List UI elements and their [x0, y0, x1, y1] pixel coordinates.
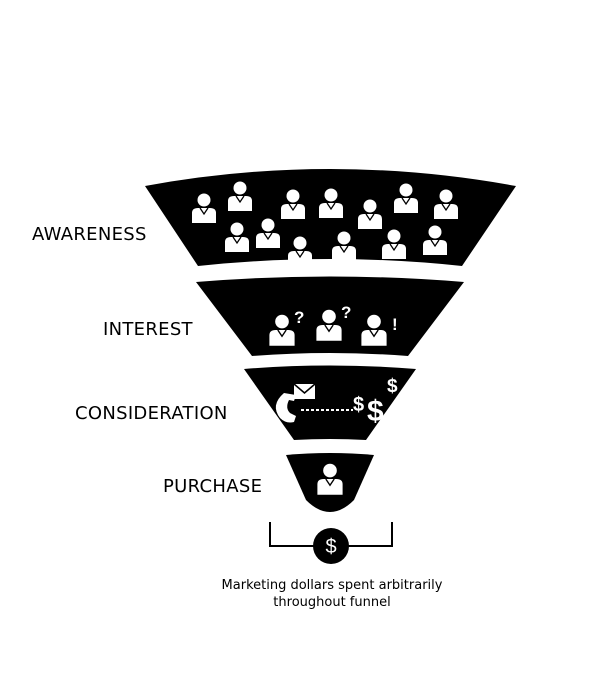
person-icon: [269, 314, 295, 346]
interest-people-group: [269, 309, 387, 346]
person-icon: [316, 309, 342, 341]
dollar-sign-large: $: [367, 395, 384, 428]
person-icon: [228, 181, 252, 211]
stage-label-consideration: CONSIDERATION: [75, 403, 228, 424]
dollar-sign-small: $: [353, 394, 364, 416]
person-icon: [423, 225, 447, 255]
person-icon: [192, 193, 216, 223]
person-icon: [434, 189, 458, 219]
question-mark-2: ?: [341, 303, 351, 322]
exclamation-mark: !: [392, 315, 398, 334]
envelope-icon: [293, 383, 316, 399]
funnel-caption: Marketing dollars spent arbitrarily thro…: [0, 577, 612, 611]
stage-label-purchase: PURCHASE: [163, 476, 263, 497]
dollar-coin-icon: [313, 528, 349, 564]
person-icon: [382, 229, 406, 259]
person-icon: [288, 236, 312, 266]
person-icon: [317, 463, 343, 495]
person-icon: [332, 231, 356, 261]
person-icon: [358, 199, 382, 229]
phone-icon: [275, 393, 296, 423]
dollar-coin-symbol: $: [325, 536, 336, 558]
person-icon: [281, 189, 305, 219]
stage-label-awareness: AWARENESS: [32, 224, 147, 245]
caption-line-2: throughout funnel: [273, 595, 391, 610]
awareness-people-group: [192, 181, 458, 266]
person-icon: [225, 222, 249, 252]
caption-line-1: Marketing dollars spent arbitrarily: [221, 578, 443, 593]
person-icon: [394, 183, 418, 213]
question-mark-1: ?: [294, 308, 304, 327]
person-icon: [319, 188, 343, 218]
person-icon: [361, 314, 387, 346]
purchase-people-group: [317, 463, 343, 495]
stage-label-interest: INTEREST: [103, 319, 193, 340]
person-icon: [256, 218, 280, 248]
dollar-sign-top: $: [387, 376, 398, 397]
